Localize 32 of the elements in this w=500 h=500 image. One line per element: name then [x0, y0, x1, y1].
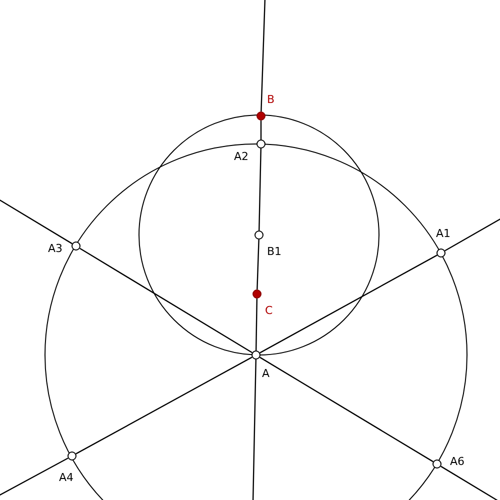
point-marker	[256, 140, 266, 148]
point-label: A4	[59, 472, 74, 484]
line	[260, 356, 434, 462]
point-label: A3	[48, 243, 63, 255]
point-label: A2	[234, 151, 249, 163]
line	[255, 298, 258, 351]
point-label: B1	[267, 246, 282, 258]
point-marker	[254, 230, 264, 240]
point-marker	[256, 112, 266, 120]
line	[256, 239, 260, 290]
line	[260, 254, 438, 354]
line	[440, 466, 500, 500]
point-marker	[432, 460, 442, 468]
point-marker	[252, 350, 260, 360]
point-marker	[252, 290, 262, 298]
line	[444, 217, 500, 252]
line	[252, 359, 256, 500]
line	[76, 356, 252, 454]
line	[0, 198, 72, 244]
point-label: A	[262, 368, 270, 380]
line	[260, 0, 266, 112]
point-marker	[72, 242, 80, 250]
line	[0, 458, 68, 497]
point-marker	[68, 452, 76, 460]
point-label: A6	[450, 456, 465, 468]
point-marker	[436, 248, 446, 258]
point-label: B	[267, 94, 275, 106]
line	[258, 148, 262, 231]
line	[80, 248, 252, 354]
point-label: C	[265, 305, 273, 317]
line	[260, 120, 262, 140]
point-label: A1	[436, 228, 451, 240]
